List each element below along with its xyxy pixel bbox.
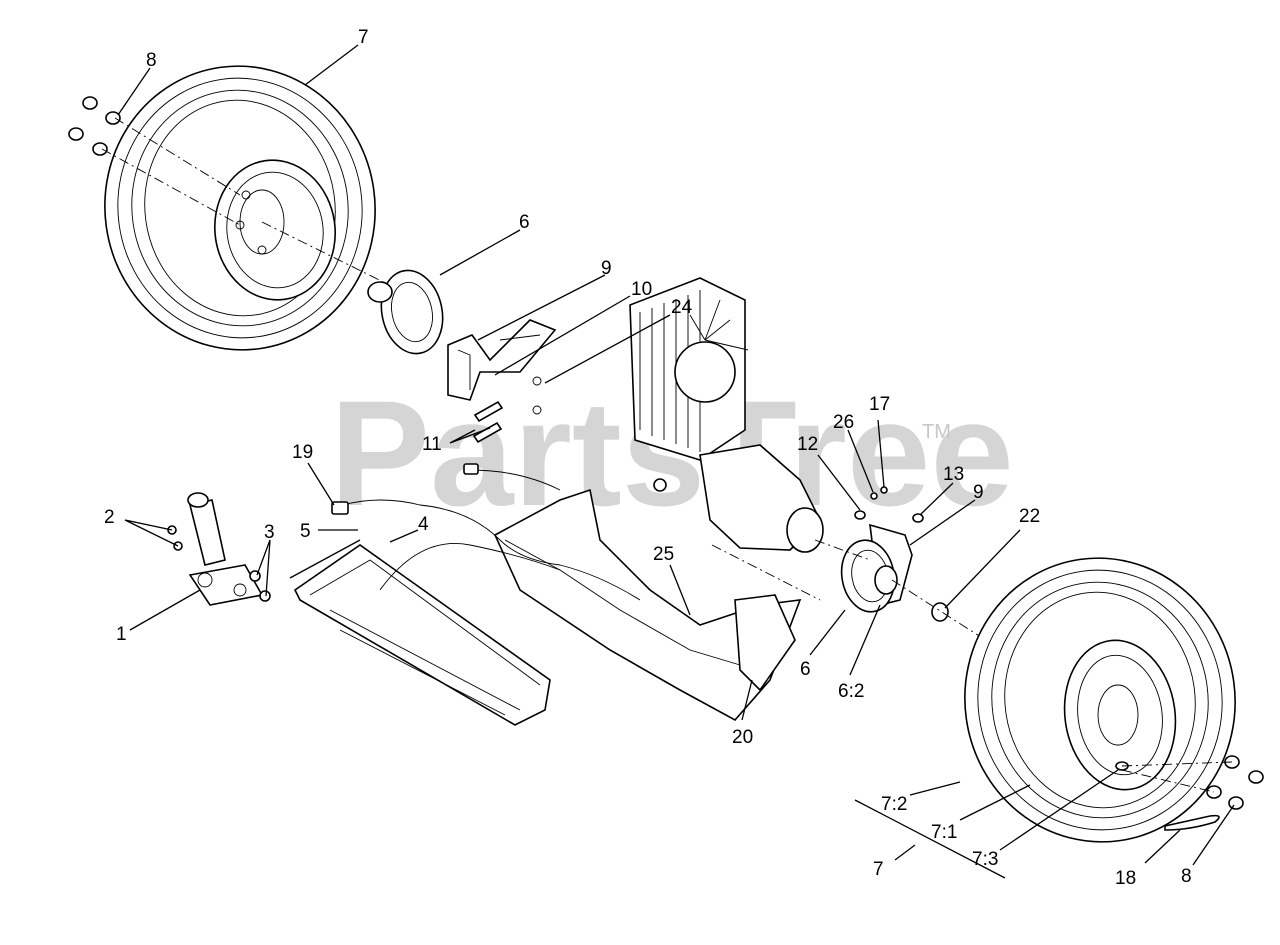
brake-disc-right[interactable] <box>836 523 913 616</box>
callout-13: 13 <box>943 464 964 485</box>
callout-9-lower: 9 <box>973 482 984 503</box>
callout-12: 12 <box>797 434 818 455</box>
callout-2: 2 <box>104 507 115 528</box>
callout-6-upper: 6 <box>519 212 530 233</box>
callout-26: 26 <box>833 412 854 433</box>
callout-9-upper: 9 <box>601 258 612 279</box>
brake-bracket[interactable] <box>447 319 557 415</box>
callout-8-upper: 8 <box>146 50 157 71</box>
callout-7-2: 7:2 <box>881 794 907 815</box>
callout-10: 10 <box>631 279 652 300</box>
valve-stem-18[interactable] <box>1164 814 1220 831</box>
frame-plate[interactable] <box>293 544 551 726</box>
callout-25: 25 <box>653 544 674 565</box>
callout-11: 11 <box>422 434 442 455</box>
callout-17: 17 <box>869 394 890 415</box>
watermark-trademark: TM <box>922 421 951 443</box>
callout-8-lower: 8 <box>1181 866 1192 887</box>
callout-18: 18 <box>1115 868 1136 889</box>
rear-tire-lower-right[interactable] <box>947 541 1254 860</box>
callout-20: 20 <box>732 727 753 748</box>
wheel-hub-upper[interactable] <box>367 265 450 360</box>
callout-3: 3 <box>264 522 275 543</box>
callout-4: 4 <box>418 514 429 535</box>
frame-rails[interactable] <box>493 488 802 722</box>
callout-5: 5 <box>300 521 311 542</box>
lug-nuts-upper[interactable] <box>68 96 121 156</box>
callout-7-lower: 7 <box>873 859 884 880</box>
bolts-11[interactable] <box>472 400 504 444</box>
wiring-harness[interactable] <box>331 463 641 601</box>
callout-7-3: 7:3 <box>972 849 998 870</box>
rear-tire-upper-left[interactable] <box>87 49 394 368</box>
callout-7-1: 7:1 <box>931 822 957 843</box>
callout-1: 1 <box>116 624 127 645</box>
small-fasteners[interactable] <box>854 486 949 622</box>
callout-6-lower: 6 <box>800 659 811 680</box>
transaxle-assembly[interactable] <box>629 277 824 553</box>
callout-19: 19 <box>292 442 313 463</box>
callout-labels: 7 8 6 9 10 24 11 19 2 3 5 4 1 25 20 12 2… <box>104 27 1192 889</box>
pedal-assembly[interactable] <box>167 492 271 606</box>
callout-7-upper: 7 <box>358 27 369 48</box>
callout-6-2: 6:2 <box>838 681 864 702</box>
callout-24: 24 <box>671 297 693 318</box>
leader-lines <box>117 44 1235 879</box>
callout-22: 22 <box>1019 506 1040 527</box>
lug-nuts-lower[interactable] <box>1206 755 1264 810</box>
